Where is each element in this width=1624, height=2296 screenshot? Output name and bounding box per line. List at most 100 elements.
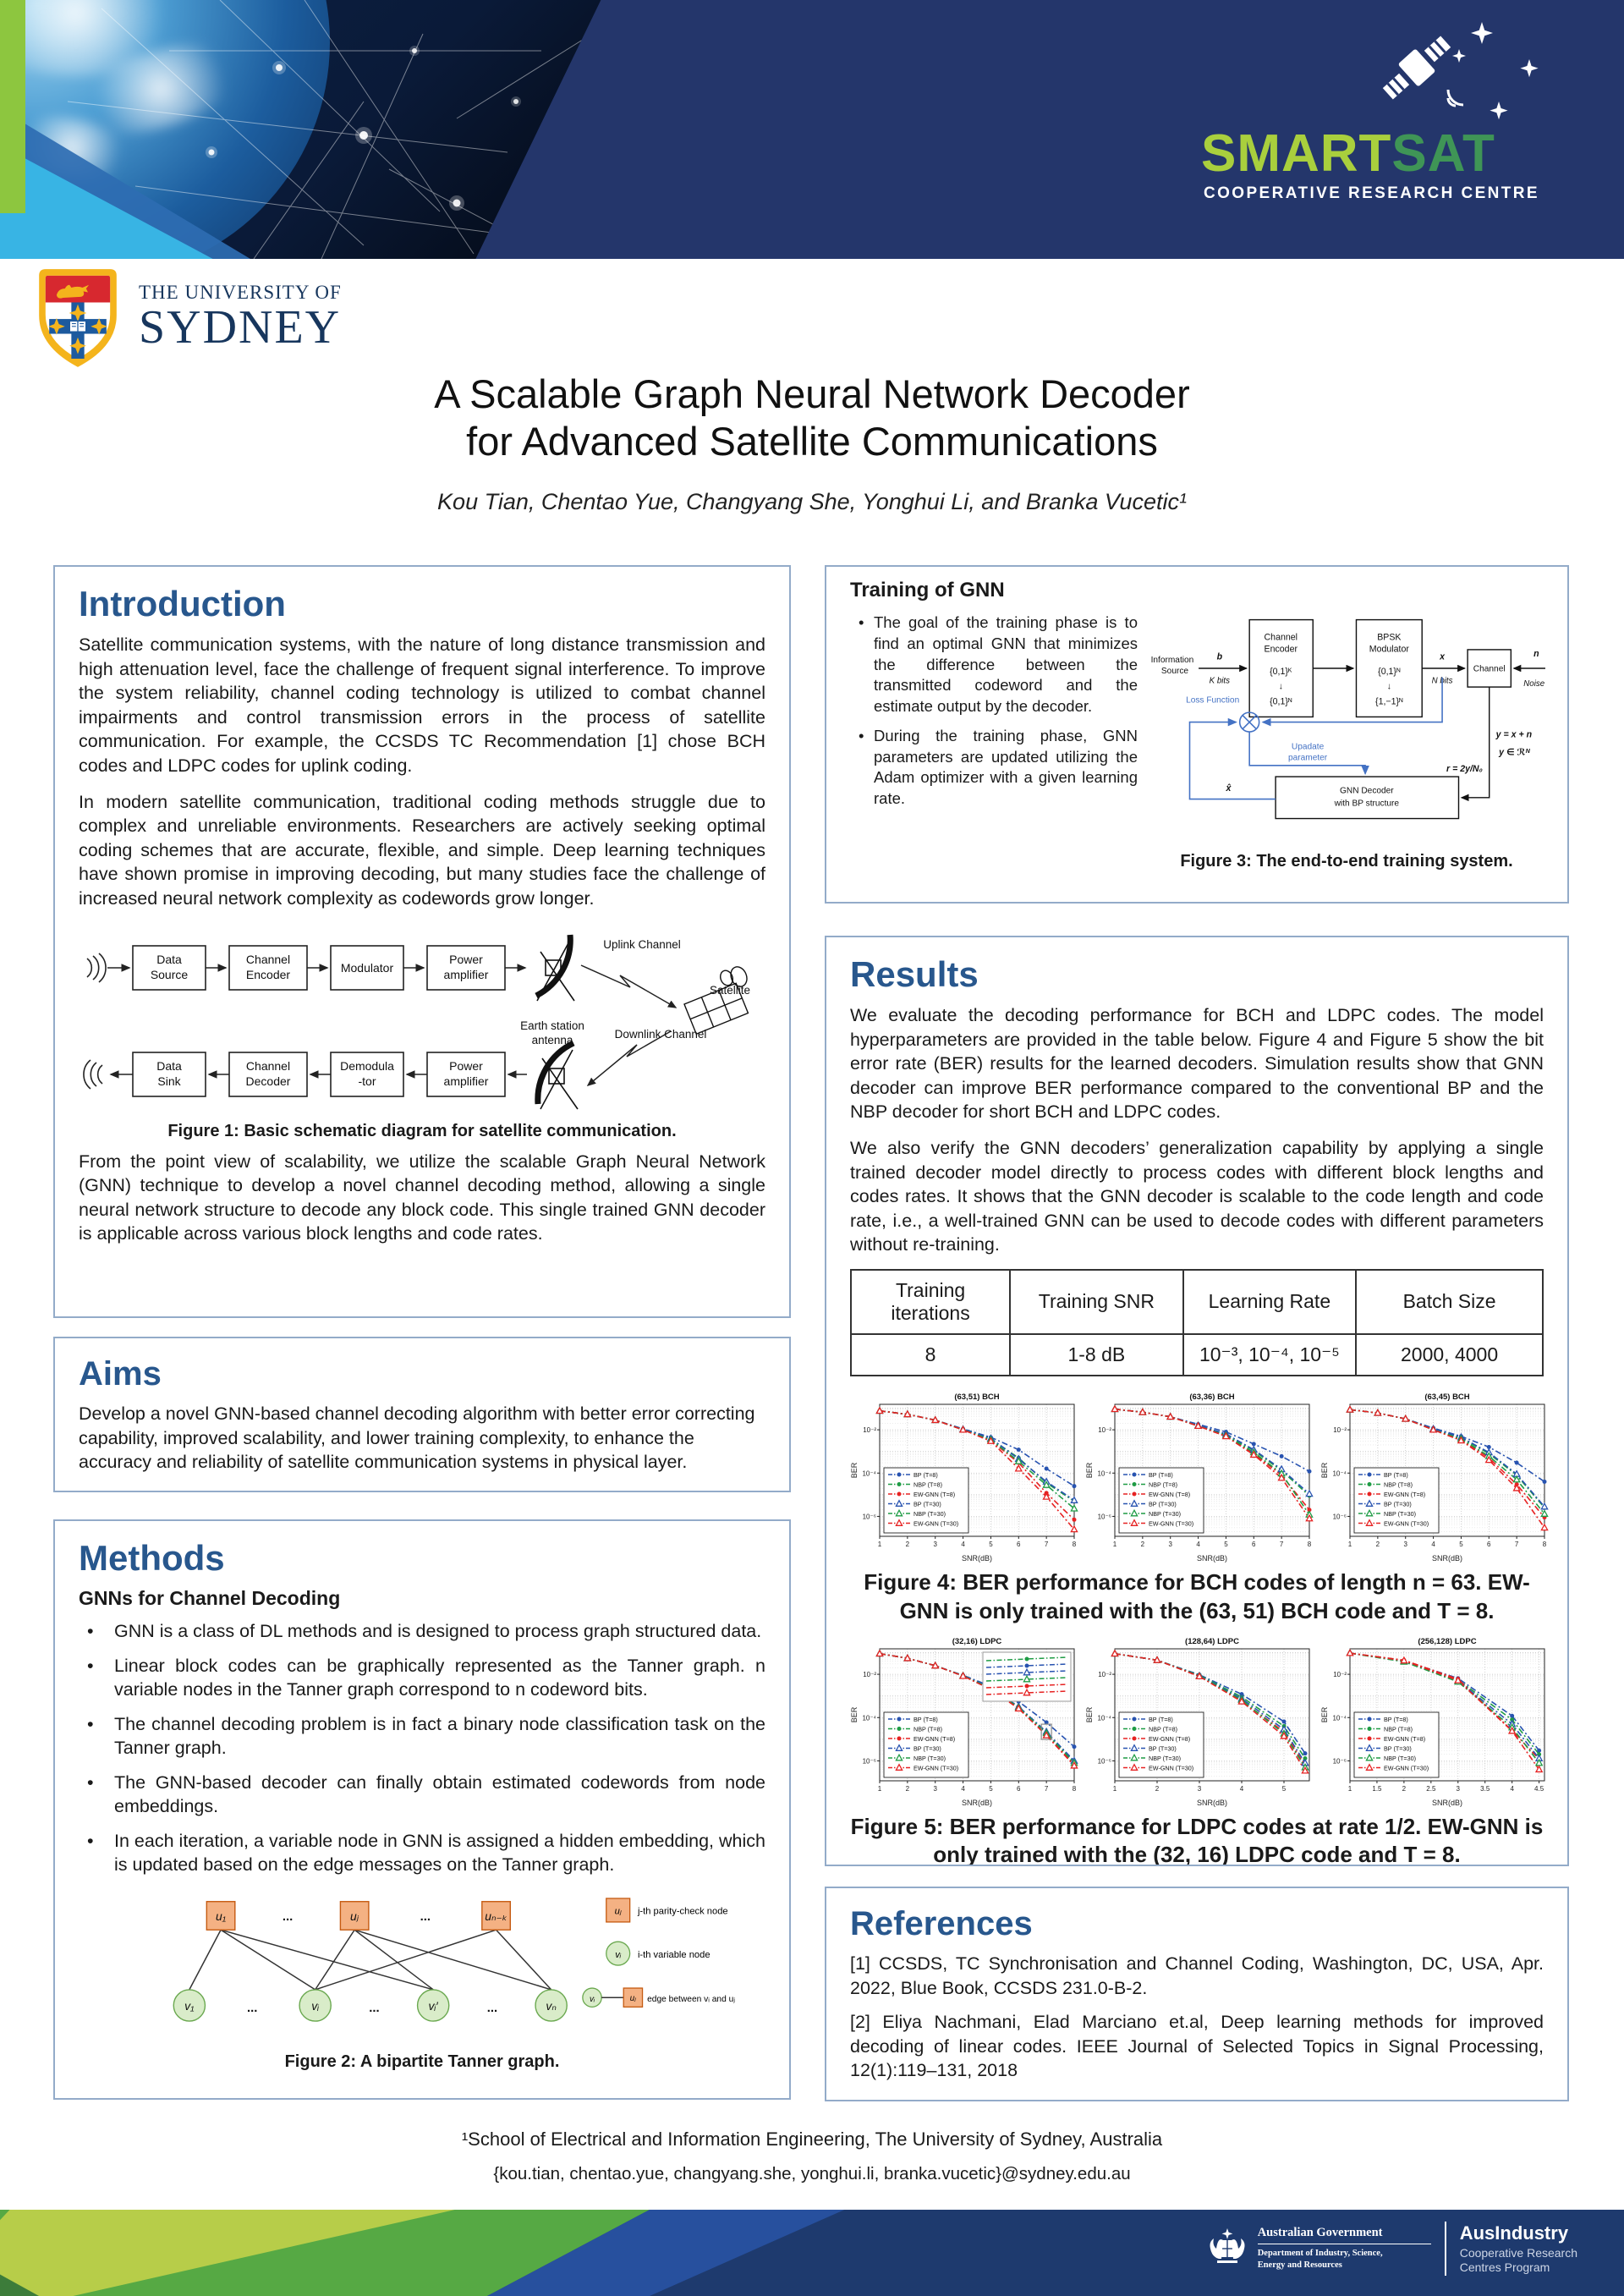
svg-text:1: 1 xyxy=(1348,1785,1352,1793)
svg-text:Channel: Channel xyxy=(1265,632,1298,642)
svg-text:...: ... xyxy=(283,1910,293,1924)
methods-bullet: The GNN-based decoder can finally obtain… xyxy=(79,1771,765,1819)
svg-text:SNR(dB): SNR(dB) xyxy=(1432,1554,1462,1563)
svg-text:(63,36) BCH: (63,36) BCH xyxy=(1189,1392,1234,1402)
svg-text:with BP structure: with BP structure xyxy=(1334,799,1400,809)
network-lines-graphic xyxy=(67,0,593,259)
svg-text:NBP (T=8): NBP (T=8) xyxy=(1149,1480,1177,1488)
svg-text:Information: Information xyxy=(1151,656,1194,665)
svg-text:BER: BER xyxy=(1320,1706,1329,1722)
svg-text:Channel: Channel xyxy=(246,953,290,966)
svg-text:BER: BER xyxy=(1085,1706,1094,1722)
svg-text:BPSK: BPSK xyxy=(1377,632,1401,642)
table-cell: 10⁻³, 10⁻⁴, 10⁻⁵ xyxy=(1182,1332,1358,1376)
svg-text:4.5: 4.5 xyxy=(1534,1785,1544,1793)
table-header-row: Training iterations Training SNR Learnin… xyxy=(849,1268,1544,1335)
green-accent-stripe xyxy=(0,0,25,213)
svg-text:10⁻²: 10⁻² xyxy=(1098,1671,1111,1678)
svg-text:BP (T=8): BP (T=8) xyxy=(914,1471,938,1479)
svg-text:10⁻⁴: 10⁻⁴ xyxy=(1332,1714,1347,1722)
svg-text:5: 5 xyxy=(989,1785,993,1793)
training-heading: Training of GNN xyxy=(850,579,1005,601)
training-panel: Training of GNN The goal of the training… xyxy=(825,565,1569,904)
svg-text:2: 2 xyxy=(1155,1785,1160,1793)
svg-text:2: 2 xyxy=(1402,1785,1407,1793)
svg-text:1: 1 xyxy=(1348,1541,1352,1548)
results-panel: Results We evaluate the decoding perform… xyxy=(825,936,1569,1866)
svg-text:Sink: Sink xyxy=(157,1074,181,1088)
svg-text:3: 3 xyxy=(933,1541,937,1548)
earth-station-antenna-icon xyxy=(535,934,575,1001)
svg-text:3: 3 xyxy=(1168,1541,1172,1548)
svg-text:4: 4 xyxy=(961,1785,965,1793)
svg-text:10⁻⁶: 10⁻⁶ xyxy=(863,1757,876,1765)
figure2-tanner-graph: u₁ uⱼ uₙ₋ₖ v₁ vᵢ vᵢ′ vₙ ... ... ... ... … xyxy=(173,1898,735,2023)
svg-text:10⁻²: 10⁻² xyxy=(1333,1426,1347,1434)
svg-text:BP (T=30): BP (T=30) xyxy=(1149,1744,1177,1752)
svg-text:8: 8 xyxy=(1073,1541,1077,1548)
government-logos: Australian Government Department of Indu… xyxy=(1205,2222,1577,2276)
svg-text:1: 1 xyxy=(878,1541,882,1548)
methods-bullet: GNN is a class of DL methods and is desi… xyxy=(79,1620,765,1644)
loss-function-label: Loss Function xyxy=(1186,696,1239,706)
svg-text:Modulator: Modulator xyxy=(1369,645,1410,655)
table-cell: 2000, 4000 xyxy=(1355,1332,1544,1376)
svg-text:4: 4 xyxy=(1196,1541,1200,1548)
svg-text:v₁: v₁ xyxy=(184,2000,195,2013)
table-data-row: 8 1-8 dB 10⁻³, 10⁻⁴, 10⁻⁵ 2000, 4000 xyxy=(849,1332,1544,1376)
svg-text:Channel: Channel xyxy=(246,1059,290,1073)
results-paragraph-1: We evaluate the decoding performance for… xyxy=(850,1005,1544,1123)
svg-text:EW-GNN (T=30): EW-GNN (T=30) xyxy=(1149,1519,1193,1527)
table-header: Learning Rate xyxy=(1182,1268,1358,1335)
svg-text:vᵢ′: vᵢ′ xyxy=(428,2000,439,2013)
methods-subheading: GNNs for Channel Decoding xyxy=(79,1587,341,1609)
svg-text:antenna: antenna xyxy=(532,1034,573,1046)
svg-text:EW-GNN (T=8): EW-GNN (T=8) xyxy=(1384,1491,1425,1498)
svg-text:4: 4 xyxy=(961,1541,965,1548)
reference-2: [2] Eliya Nachmani, Elad Marciano et.al,… xyxy=(850,2012,1544,2081)
svg-text:EW-GNN (T=8): EW-GNN (T=8) xyxy=(1384,1734,1425,1742)
svg-text:10⁻⁴: 10⁻⁴ xyxy=(1097,1714,1111,1722)
svg-text:x̂: x̂ xyxy=(1225,783,1232,794)
svg-text:EW-GNN (T=8): EW-GNN (T=8) xyxy=(1149,1491,1190,1498)
svg-text:BER: BER xyxy=(850,1706,859,1722)
poster-title: A Scalable Graph Neural Network Decoder … xyxy=(434,371,1190,464)
svg-text:NBP (T=8): NBP (T=8) xyxy=(1384,1480,1413,1488)
svg-text:Decoder: Decoder xyxy=(246,1074,291,1088)
svg-text:7: 7 xyxy=(1515,1541,1519,1548)
svg-text:Source: Source xyxy=(151,968,189,981)
svg-text:Encoder: Encoder xyxy=(246,968,290,981)
svg-text:NBP (T=30): NBP (T=30) xyxy=(1384,1754,1416,1761)
figure2-legend: uⱼ j-th parity-check node vᵢ i-th variab… xyxy=(582,1898,735,2008)
svg-text:BP (T=30): BP (T=30) xyxy=(1149,1500,1177,1508)
svg-text:Encoder: Encoder xyxy=(1265,645,1298,655)
svg-text:Source: Source xyxy=(1161,667,1188,676)
svg-text:BP (T=30): BP (T=30) xyxy=(1384,1744,1412,1752)
svg-text:7: 7 xyxy=(1045,1785,1049,1793)
svg-text:3: 3 xyxy=(933,1785,937,1793)
svg-text:BP (T=8): BP (T=8) xyxy=(914,1715,938,1722)
figure3-training-system: Information Source xyxy=(1151,618,1545,820)
svg-text:BER: BER xyxy=(1085,1462,1094,1478)
table-header: Training iterations xyxy=(849,1268,1012,1335)
svg-text:(63,45) BCH: (63,45) BCH xyxy=(1424,1392,1469,1402)
introduction-paragraph-3: From the point view of scalability, we u… xyxy=(79,1151,765,1244)
references-panel: References [1] CCSDS, TC Synchronisation… xyxy=(825,1887,1569,2101)
svg-text:10⁻⁴: 10⁻⁴ xyxy=(862,1714,876,1722)
svg-text:BP (T=8): BP (T=8) xyxy=(1384,1715,1408,1722)
svg-text:BER: BER xyxy=(1320,1462,1329,1478)
svg-text:NBP (T=30): NBP (T=30) xyxy=(1384,1510,1416,1518)
svg-text:3: 3 xyxy=(1198,1785,1202,1793)
svg-text:5: 5 xyxy=(989,1541,993,1548)
affiliation-line: ¹School of Electrical and Information En… xyxy=(461,2128,1163,2150)
training-bullet-list: The goal of the training phase is to fin… xyxy=(850,612,1138,810)
results-paragraph-2: We also verify the GNN decoders’ general… xyxy=(850,1137,1544,1255)
svg-text:Data: Data xyxy=(156,1059,182,1073)
svg-text:Upadate: Upadate xyxy=(1292,742,1325,751)
